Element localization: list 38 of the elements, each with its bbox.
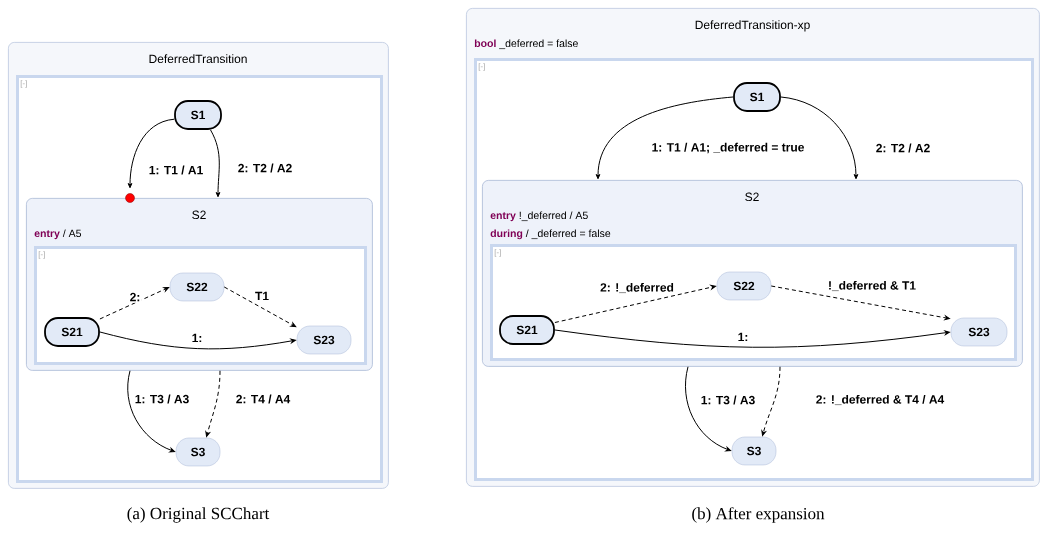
transition-arrow	[761, 366, 781, 436]
edge-label: 2: !_deferred & T4 / A4	[814, 393, 946, 407]
transition-arrow	[127, 118, 175, 189]
edge-label: T1	[253, 290, 271, 302]
state: S21	[499, 315, 555, 345]
transition-arrow	[99, 287, 170, 320]
edge-label: 2: T2 / A2	[236, 162, 294, 174]
transition-arrow	[780, 96, 859, 180]
transition-arrow	[554, 284, 716, 323]
transition-arrow	[210, 129, 221, 198]
edge-label: 1:	[190, 332, 204, 344]
transition-arrow	[205, 370, 221, 437]
edge-label: 2:	[128, 291, 142, 303]
subfigure-caption: (a) Original SCChart	[127, 507, 270, 523]
state: S21	[44, 317, 100, 347]
edge-label: 1: T1 / A1; _deferred = true	[650, 141, 806, 155]
state: S1	[174, 100, 222, 130]
state: S23	[950, 317, 1008, 347]
transition-arrow	[770, 285, 950, 321]
state: S22	[169, 272, 225, 302]
edge-label: 1: T1 / A1	[147, 164, 205, 176]
edge-label: 2: T2 / A2	[874, 142, 932, 154]
state: S23	[296, 325, 352, 355]
edge-label: 2: T4 / A4	[234, 393, 292, 405]
transition-arrow	[99, 331, 296, 350]
edge-label: !_deferred & T1	[826, 279, 918, 293]
edge-label: 1:	[736, 331, 750, 343]
transition-arrow	[685, 366, 732, 452]
transition-arrow	[127, 370, 176, 453]
transition-arrow	[595, 96, 734, 180]
subfigure-caption: (b) After expansion	[692, 507, 825, 523]
transition-arrow	[554, 329, 950, 348]
state: S1	[733, 82, 781, 112]
edge-label: 1: T3 / A3	[133, 393, 191, 405]
edge-label: 2: !_deferred	[598, 281, 676, 295]
state: S22	[716, 271, 772, 301]
transition-arrow	[223, 286, 297, 328]
edge-label: 1: T3 / A3	[699, 394, 757, 406]
